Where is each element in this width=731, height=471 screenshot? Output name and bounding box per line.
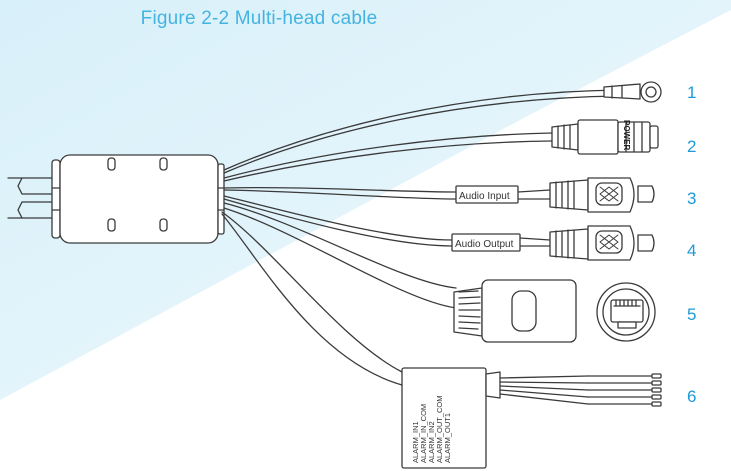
audio-input-connector xyxy=(455,177,655,213)
callout-3: 3 xyxy=(687,189,696,208)
callout-1: 1 xyxy=(687,83,696,102)
callout-numbers: 1 2 3 4 5 6 xyxy=(687,83,696,406)
cable-ferrite-block xyxy=(51,154,225,244)
audio-output-label: Audio Output xyxy=(455,239,514,250)
audio-output-connector xyxy=(451,225,655,261)
power-connector xyxy=(551,119,659,155)
branch-cables xyxy=(221,89,621,386)
alarm-wire-label: ALARM_IN1 xyxy=(411,421,420,463)
alarm-wire-label: ALARM_IN2 xyxy=(427,421,436,463)
alarm-wire-label: ALARM_OUT_COM xyxy=(435,395,444,463)
alarm-wire-harness xyxy=(401,367,662,469)
alarm-wire-label: ALARM_IN_COM xyxy=(419,404,428,463)
callout-5: 5 xyxy=(687,305,696,324)
callout-6: 6 xyxy=(687,387,696,406)
network-connector xyxy=(453,279,656,343)
power-mark: POWER xyxy=(622,120,631,150)
ground-ring-terminal xyxy=(603,81,662,103)
callout-4: 4 xyxy=(687,241,696,260)
alarm-wire-labels: ALARM_IN1 ALARM_IN_COM ALARM_IN2 ALARM_O… xyxy=(411,395,452,463)
alarm-wire-label: ALARM_OUT1 xyxy=(443,413,452,463)
callout-2: 2 xyxy=(687,137,696,156)
figure-title: Figure 2-2 Multi-head cable xyxy=(140,8,378,29)
audio-input-label: Audio Input xyxy=(459,191,510,202)
